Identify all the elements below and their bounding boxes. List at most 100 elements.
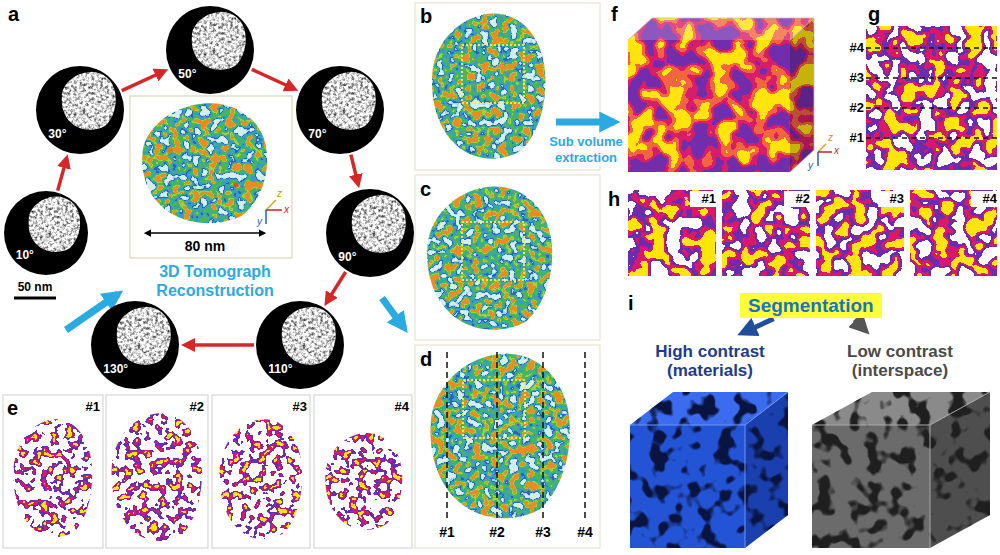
- projection-circle: 110°: [256, 301, 344, 389]
- process-arrow: [382, 298, 404, 328]
- subvolume-box: [463, 380, 525, 438]
- panel-bcd-art: [415, 3, 614, 548]
- step-label: Sub volume extraction: [544, 134, 628, 166]
- cube-edge: [790, 18, 814, 40]
- slice-number: #3: [878, 191, 906, 207]
- axis-label: x: [834, 145, 839, 157]
- flow-arrow: [351, 155, 358, 185]
- slice-line: [866, 47, 997, 49]
- materials-panel: High contrast (materials): [625, 336, 795, 550]
- axis-z: [818, 144, 826, 152]
- angle-label: 130°: [103, 362, 128, 376]
- flow-arrow: [252, 69, 295, 89]
- slice-line: [496, 352, 498, 520]
- axis-y: [265, 210, 267, 224]
- flow-arrow: [185, 343, 254, 347]
- flow-arrow: [327, 272, 346, 302]
- slice-line: [866, 137, 997, 139]
- angle-label: 110°: [268, 362, 292, 376]
- projection-circle: 70°: [296, 66, 384, 154]
- slice-number: #1: [76, 399, 100, 415]
- step-label: 3D Tomograph Reconstruction: [144, 262, 286, 300]
- reconstruction-render: [140, 102, 270, 226]
- cube-top: [628, 18, 814, 40]
- slice-number: #2: [784, 191, 812, 207]
- angle-label: 70°: [308, 127, 326, 141]
- slice-number: #2: [482, 524, 512, 541]
- axis-z: [266, 200, 276, 210]
- highlight-tag: Segmentation: [740, 293, 882, 318]
- flow-arrow: [743, 319, 774, 333]
- render-spot: [234, 183, 239, 188]
- dimension-label: 80 nm: [155, 238, 255, 254]
- panel-letter: d: [420, 348, 432, 370]
- cube-edge: [745, 425, 746, 548]
- tem-image: [166, 6, 254, 94]
- panel-i-art: [630, 392, 990, 548]
- projection-circle: 130°: [91, 301, 179, 389]
- cube-edge: [930, 425, 931, 548]
- render-view: [430, 12, 548, 162]
- render-spot: [167, 147, 173, 153]
- cube-shade: [790, 18, 814, 172]
- cube-edge: [812, 392, 990, 425]
- process-arrow: [556, 119, 614, 126]
- tem-image: [296, 66, 384, 154]
- flow-arrow: [855, 319, 866, 330]
- section-image: [866, 26, 997, 170]
- projection-circle: 30°: [36, 66, 124, 154]
- panel-letter: a: [8, 3, 19, 25]
- slice-image: [218, 418, 304, 542]
- scale-label: 50 nm: [10, 280, 60, 294]
- render-view: [425, 185, 555, 333]
- slice-number: #4: [385, 399, 409, 415]
- slice-image: [110, 412, 204, 544]
- subvolume-box: [462, 45, 524, 103]
- cube-edge: [630, 392, 788, 425]
- slice-number: #2: [838, 100, 864, 116]
- slice-line: [866, 77, 997, 79]
- projection-circle: 10°: [4, 191, 88, 275]
- panel-letter: b: [420, 5, 432, 27]
- slice-line: [446, 352, 448, 520]
- slice-number: #4: [838, 40, 864, 56]
- slice-frame: [212, 395, 310, 548]
- cube-edge: [628, 18, 814, 172]
- projection-circle: 50°: [166, 6, 254, 94]
- panel-heading: Low contrast (interspace): [803, 336, 997, 380]
- render-view: [428, 352, 573, 522]
- slice-number: #4: [570, 524, 600, 541]
- dimension-arrow: [146, 232, 264, 234]
- angle-label: 50°: [178, 67, 196, 81]
- slice-number: #3: [838, 70, 864, 86]
- projection-circle: 90°: [326, 189, 414, 277]
- tem-image: [256, 301, 344, 389]
- cube-pores: [630, 392, 788, 548]
- angle-label: 30°: [48, 127, 66, 141]
- slice-number: #1: [690, 191, 718, 207]
- axis-label: z: [828, 132, 833, 144]
- tem-image: [4, 191, 88, 275]
- axis-x: [818, 151, 832, 153]
- slice-number: #3: [283, 399, 307, 415]
- slice-frame: [314, 395, 412, 548]
- panel-letter: i: [628, 292, 634, 314]
- panel-letter: f: [611, 3, 618, 25]
- cube-shade: [628, 18, 814, 40]
- axis-label: y: [808, 160, 813, 172]
- tag-text: Segmentation: [748, 294, 874, 317]
- axis-x: [266, 209, 282, 211]
- tem-image: [91, 301, 179, 389]
- flow-arrow: [58, 158, 67, 190]
- view-frame: [415, 345, 600, 548]
- panel-letter: c: [420, 178, 431, 200]
- panel-heading: High contrast (materials): [625, 336, 795, 380]
- slice-number: #4: [971, 191, 999, 207]
- cube-side: [790, 18, 814, 172]
- slice-image: [324, 432, 404, 532]
- panel-h-art: [628, 190, 997, 276]
- panel-e-art: [3, 395, 412, 548]
- reconstruction-frame: [130, 96, 292, 258]
- interspace-panel: Low contrast (interspace): [803, 336, 997, 550]
